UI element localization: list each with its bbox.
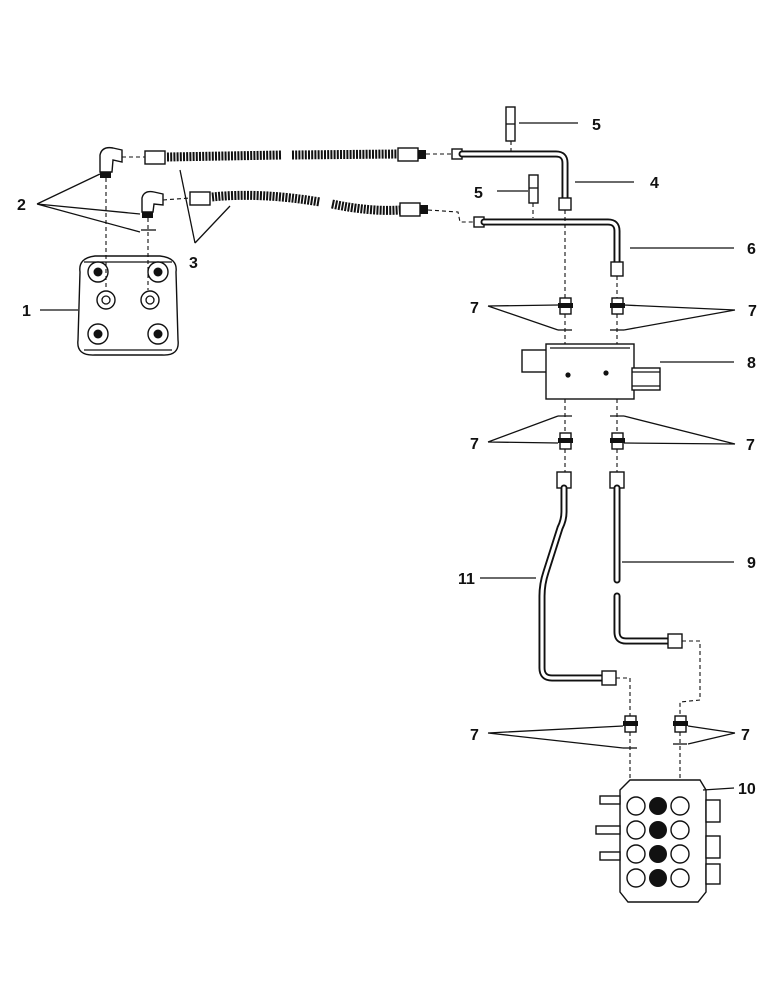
hose-lower — [162, 190, 474, 223]
callout-5-upper: 5 — [592, 117, 601, 134]
adapter-mid-right — [610, 432, 625, 450]
valve-block — [521, 343, 661, 400]
tube-lower — [473, 216, 624, 277]
callout-4: 4 — [650, 175, 659, 192]
callout-5-lower: 5 — [474, 185, 483, 202]
elbow-fitting-upper — [99, 146, 123, 178]
hydraulic-pump — [77, 255, 179, 356]
callout-7-mid-right: 7 — [746, 437, 755, 454]
callout-1: 1 — [22, 303, 31, 320]
callout-7-upper-right: 7 — [748, 303, 757, 320]
callout-11: 11 — [458, 571, 475, 588]
leader-lines — [36, 122, 736, 791]
hose-upper — [122, 147, 452, 165]
callout-7-lower-right: 7 — [741, 727, 750, 744]
tube-bent-left — [538, 471, 631, 716]
clamp-upper — [505, 106, 516, 152]
elbow-fitting-lower — [141, 190, 164, 218]
callout-3: 3 — [189, 255, 198, 272]
callout-2: 2 — [17, 197, 26, 214]
tube-upper — [451, 148, 572, 211]
tube-right — [609, 471, 701, 716]
column-mid-lines — [564, 314, 618, 346]
adapter-mid-left — [558, 432, 573, 450]
column-tube-lines — [564, 449, 618, 472]
callout-9: 9 — [747, 555, 756, 572]
clamp-lower — [528, 174, 539, 218]
callout-7-mid-left: 7 — [470, 436, 479, 453]
callout-10: 10 — [738, 781, 756, 798]
callout-8: 8 — [747, 355, 756, 372]
callout-6: 6 — [747, 241, 756, 258]
column-valve-lines — [629, 732, 681, 790]
column-lower-lines — [564, 399, 618, 433]
control-valve-bank — [595, 779, 721, 903]
callout-7-upper-left: 7 — [470, 300, 479, 317]
callout-7-lower-left: 7 — [470, 727, 479, 744]
